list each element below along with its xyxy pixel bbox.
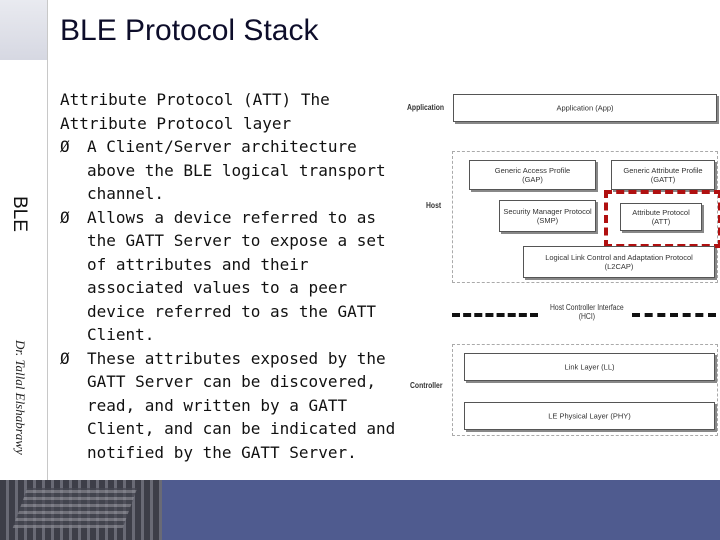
- bullet-arrow-icon: Ø: [60, 207, 70, 227]
- side-label: BLE: [6, 196, 30, 256]
- bullet-text: These attributes exposed by the GATT Ser…: [87, 348, 396, 462]
- slide-body: Attribute Protocol (ATT) The Attribute P…: [60, 88, 406, 464]
- hci-label: Host Controller Interface (HCI): [550, 303, 624, 321]
- att-box-label: Attribute Protocol (ATT): [632, 208, 690, 226]
- ble-stack-diagram: Application Application (App) Host Gener…: [400, 88, 720, 443]
- hci-line-left: [452, 313, 538, 317]
- att-box: Attribute Protocol (ATT): [620, 203, 702, 231]
- controller-layer-label: Controller: [410, 381, 443, 390]
- link-layer-box-label: Link Layer (LL): [564, 362, 615, 372]
- gap-box-label: Generic Access Profile (GAP): [494, 166, 571, 184]
- host-layer-label: Host: [426, 201, 442, 210]
- app-box-label: Application (App): [556, 103, 614, 113]
- link-layer-box: Link Layer (LL): [464, 353, 715, 381]
- host-region: [452, 151, 718, 283]
- side-label-text: BLE: [9, 196, 30, 232]
- bullet-arrow-icon: Ø: [60, 137, 70, 156]
- smp-box-label: Security Manager Protocol (SMP): [503, 207, 592, 225]
- bullet-text: Allows a device referred to as the GATT …: [87, 207, 386, 345]
- author-label: Dr. Tallal Elshabrawy: [10, 340, 32, 480]
- bullet-list: Ø A Client/Server architecture above the…: [60, 135, 406, 464]
- bullet-arrow-icon: Ø: [60, 348, 70, 368]
- application-layer-label: Application: [407, 103, 445, 112]
- phy-box-label: LE Physical Layer (PHY): [548, 411, 631, 421]
- bullet-item: Ø Allows a device referred to as the GAT…: [60, 206, 406, 347]
- gap-box: Generic Access Profile (GAP): [469, 160, 596, 190]
- hci-line-right: [632, 313, 716, 317]
- smp-box: Security Manager Protocol (SMP): [499, 200, 596, 232]
- footer-circuit-image: [0, 480, 162, 540]
- slide-title: BLE Protocol Stack: [60, 14, 319, 47]
- left-strip-header: [0, 0, 47, 60]
- app-box: Application (App): [453, 94, 717, 122]
- bullet-item: Ø These attributes exposed by the GATT S…: [60, 347, 406, 465]
- phy-box: LE Physical Layer (PHY): [464, 402, 715, 430]
- l2cap-box-label: Logical Link Control and Adaptation Prot…: [545, 253, 693, 271]
- bullet-item: Ø A Client/Server architecture above the…: [60, 135, 406, 206]
- intro-text: Attribute Protocol (ATT) The Attribute P…: [60, 90, 330, 133]
- gatt-box: Generic Attribute Profile (GATT): [611, 160, 715, 190]
- bullet-text: A Client/Server architecture above the B…: [87, 137, 386, 203]
- l2cap-box: Logical Link Control and Adaptation Prot…: [523, 246, 715, 278]
- controller-region: [452, 344, 718, 436]
- gatt-box-label: Generic Attribute Profile (GATT): [623, 166, 703, 184]
- author-label-text: Dr. Tallal Elshabrawy: [13, 340, 28, 455]
- left-strip: [0, 0, 48, 540]
